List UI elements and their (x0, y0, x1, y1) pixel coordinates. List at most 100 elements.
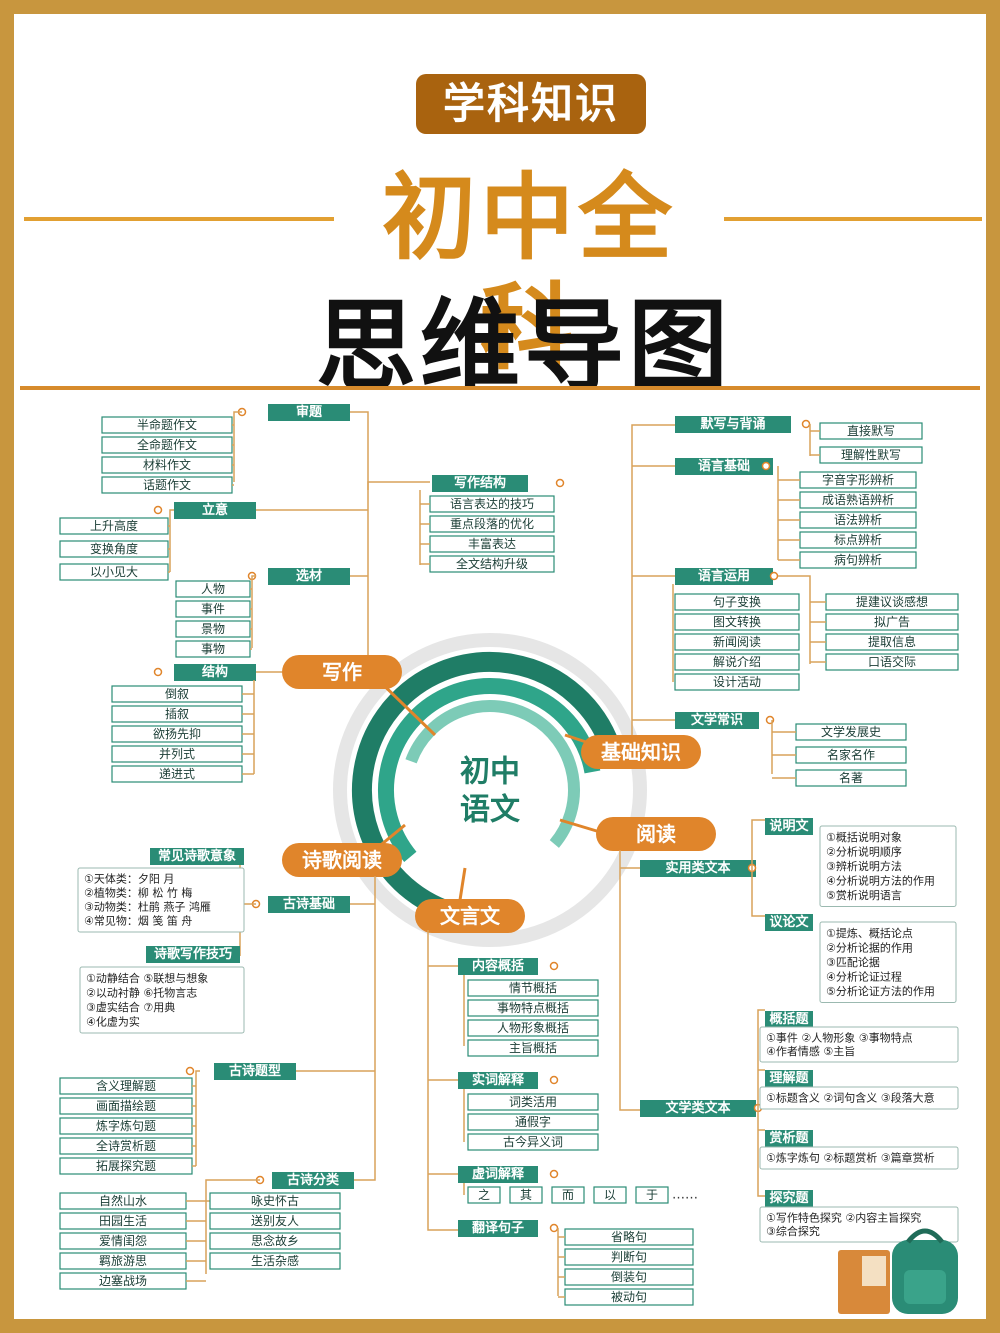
writing-jiegou-item-label: 倒叙 (165, 687, 189, 701)
connector-line (427, 930, 458, 1231)
writing-jiegou-item-label: 递进式 (159, 767, 195, 781)
writing-structure-item-label: 丰富表达 (468, 536, 516, 551)
basics-jichu-item-label: 语法辨析 (834, 513, 882, 527)
mind-map: 初中语文写作审题半命题作文全命题作文材料作文话题作文立意上升高度变换角度以小见大… (20, 386, 980, 1318)
branch-writing-label: 写作 (322, 660, 362, 684)
node-dot (549, 1075, 559, 1085)
basics-changshi-label: 文学常识 (691, 712, 743, 728)
connector-line (350, 411, 369, 655)
poetry-fenlei-left-item-label: 羁旅游思 (99, 1254, 147, 1268)
poetry-jiqiao-list-line: ①动静结合 ⑤联想与想象 (86, 971, 208, 985)
center-core (424, 724, 556, 856)
writing-xuancai-label: 选材 (296, 568, 322, 584)
node-dot (801, 419, 811, 429)
classical-xuci-item-label: 以 (604, 1188, 616, 1202)
reading-wenxue-label: 文学类文本 (665, 1100, 730, 1116)
poetry-fenlei-left-item-label: 田园生活 (99, 1214, 147, 1228)
classical-neirong-item-box (467, 1039, 599, 1057)
connector-line (751, 868, 765, 917)
writing-liyi-label: 立意 (202, 502, 228, 518)
writing-liyi-item-label: 变换角度 (90, 541, 138, 556)
writing-structure-item-label: 全文结构升级 (456, 556, 528, 571)
classical-neirong-item-label: 主旨概括 (509, 1040, 557, 1055)
connector-line (458, 867, 467, 901)
poetry-fenlei-right-item-box (209, 1192, 341, 1210)
writing-xuancai-item-label: 人物 (201, 582, 225, 596)
connector-line (195, 1070, 200, 1166)
reading-shangxi-list-line: ①炼字炼句 ②标题赏析 ③篇章赏析 (766, 1151, 935, 1165)
mind-map-canvas: 初中语文写作审题半命题作文全命题作文材料作文话题作文立意上升高度变换角度以小见大… (59, 404, 959, 1314)
reading-yilun-list-line: ②分析论据的作用 (826, 940, 913, 954)
connector-line (778, 575, 811, 664)
backpack-strap (906, 1228, 944, 1244)
reading-gaikuo-list-box (759, 1026, 959, 1063)
classical-fanyi-label: 翻译句子 (472, 1220, 524, 1236)
classical-neirong-item-label: 事物特点概括 (497, 1000, 569, 1015)
basics-jichu-item-label: 病句辨析 (834, 552, 882, 567)
basics-yunyong-left-item-label: 设计活动 (713, 675, 761, 689)
basics-yunyong-right-item-label: 口语交际 (868, 654, 916, 669)
basics-yunyong-left-item-box (674, 593, 800, 611)
classical-xuci-item-label: 之 (478, 1188, 490, 1202)
writing-structure-item-label: 语言表达的技巧 (450, 496, 534, 511)
branch-classical-pill (415, 899, 525, 933)
classical-fanyi-item-label: 被动句 (611, 1290, 647, 1304)
branch-poetry-pill (282, 843, 402, 877)
center-arc-mid (378, 678, 601, 862)
connector-line (619, 850, 640, 1111)
classical-neirong-item-box (467, 1019, 599, 1037)
writing-xuancai-box (268, 568, 350, 585)
center-title-line2: 语文 (460, 793, 520, 828)
basics-yunyong-right-item-label: 提取信息 (868, 634, 916, 649)
reading-shuoming-list-line: ①概括说明对象 (826, 830, 902, 844)
basics-changshi-item-label: 名家名作 (827, 747, 875, 762)
basics-yunyong-right-item-label: 提建议谈感想 (856, 594, 928, 609)
writing-structure-item-label: 重点段落的优化 (450, 516, 534, 531)
reading-shuoming-list-line: ⑤赏析说明语言 (826, 888, 902, 902)
poetry-yixiang-list-line: ③动物类：杜鹃 燕子 鸿雁 (84, 900, 211, 914)
connector-line (367, 481, 430, 490)
writing-structure-box (432, 475, 528, 492)
classical-xuci-item-label: 其 (520, 1188, 532, 1202)
basics-jichu-item-label: 成语熟语辨析 (822, 492, 894, 507)
connector-line (559, 818, 601, 834)
basics-changshi-item-label: 名著 (839, 770, 863, 785)
classical-shici-label: 实词解释 (472, 1072, 525, 1088)
basics-yunyong-box (675, 568, 773, 585)
poetry-fenlei-right-item-box (209, 1232, 341, 1250)
reading-tanjiu-label: 探究题 (769, 1190, 809, 1206)
classical-xuci-item-box (467, 1186, 501, 1204)
reading-shangxi-label: 赏析题 (769, 1130, 809, 1146)
writing-structure-label: 写作结构 (454, 475, 506, 491)
writing-jiegou-item-label: 插叙 (165, 707, 189, 721)
basics-yunyong-left-item-label: 新闻阅读 (713, 634, 761, 649)
classical-xuci-item-box (635, 1186, 669, 1204)
node-dot (549, 961, 559, 971)
poetry-jichu-box (268, 896, 350, 913)
reading-shuoming-list-line: ②分析说明顺序 (826, 844, 902, 858)
center-arc-dark (352, 652, 620, 926)
reading-tanjiu-box (765, 1190, 813, 1207)
reading-gaikuo-list-line: ④作者情感 ⑤主旨 (766, 1045, 855, 1058)
poetry-jiqiao-list-line: ④化虚为实 (86, 1014, 140, 1028)
reading-shiyong-box (640, 860, 756, 877)
reading-gaikuo-label: 概括题 (769, 1011, 809, 1027)
poetry-tixing-item-label: 含义理解题 (96, 1078, 156, 1093)
basics-changshi-box (675, 712, 759, 729)
classical-neirong-item-label: 情节概括 (509, 980, 557, 995)
writing-shenti-box (268, 404, 350, 421)
poetry-fenlei-right-item-label: 生活杂感 (251, 1253, 299, 1268)
poetry-jichu-label: 古诗基础 (283, 896, 335, 912)
writing-xuancai-item-label: 事物 (201, 642, 225, 656)
reading-shuoming-list-box (819, 825, 957, 907)
classical-fanyi-item-label: 判断句 (611, 1249, 647, 1264)
poetry-yixiang-list-line: ④常见物：烟 笺 笛 舟 (84, 914, 192, 928)
basics-yunyong-left-item-box (674, 673, 800, 691)
node-dot (185, 1066, 195, 1076)
classical-shici-item-label: 词类活用 (509, 1095, 557, 1109)
basics-yunyong-left-item-label: 图文转换 (713, 614, 761, 629)
subject-badge: 学科知识 (416, 74, 646, 134)
node-dot (549, 1223, 559, 1233)
poetry-tixing-label: 古诗题型 (229, 1063, 281, 1079)
branch-reading-pill (596, 817, 716, 851)
